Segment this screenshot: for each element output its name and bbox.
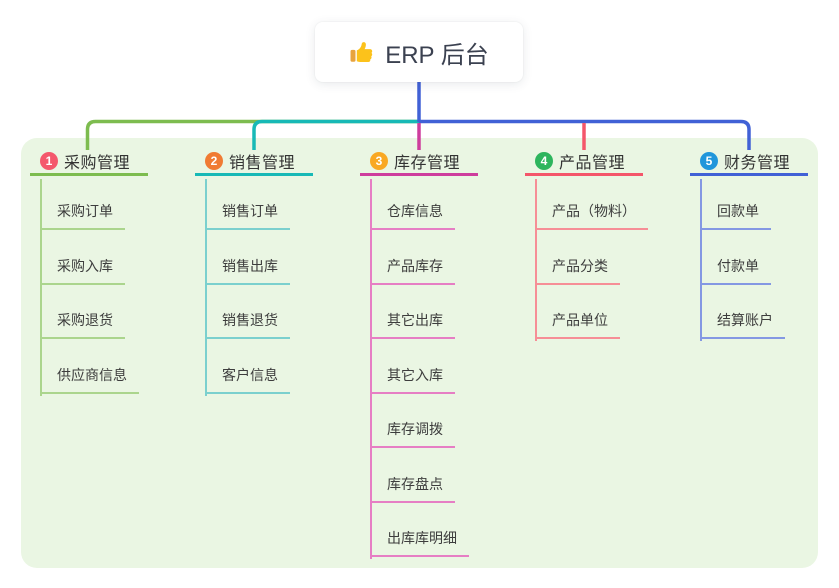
branch-2-child-connector <box>205 179 207 396</box>
branch-3-child-connector <box>370 179 372 559</box>
branch-4-item-3[interactable]: 产品单位 <box>535 309 620 339</box>
branch-1-item-4[interactable]: 供应商信息 <box>40 364 139 394</box>
branch-3-item-7[interactable]: 出库库明细 <box>370 527 469 557</box>
branch-3-title[interactable]: 3 库存管理 <box>360 149 478 176</box>
branch-3-item-2[interactable]: 产品库存 <box>370 255 455 285</box>
branch-5-item-1[interactable]: 回款单 <box>700 200 771 230</box>
branch-2-item-4[interactable]: 客户信息 <box>205 364 290 394</box>
branch-1-item-3[interactable]: 采购退货 <box>40 309 125 339</box>
branch-4-child-connector <box>535 179 537 341</box>
branch-2-title[interactable]: 2 销售管理 <box>195 149 313 176</box>
branch-1-title[interactable]: 1 采购管理 <box>30 149 148 176</box>
branch-1-badge: 1 <box>40 152 58 170</box>
branch-2-item-2[interactable]: 销售出库 <box>205 255 290 285</box>
branch-5-child-connector <box>700 179 702 341</box>
branch-5-badge: 5 <box>700 152 718 170</box>
branch-2-badge: 2 <box>205 152 223 170</box>
branch-2-item-1[interactable]: 销售订单 <box>205 200 290 230</box>
branch-3-item-6[interactable]: 库存盘点 <box>370 473 455 503</box>
branch-3-item-3[interactable]: 其它出库 <box>370 309 455 339</box>
branch-3-item-5[interactable]: 库存调拨 <box>370 418 455 448</box>
branch-4-item-1[interactable]: 产品（物料） <box>535 200 648 230</box>
branch-5-label: 财务管理 <box>724 155 791 172</box>
branch-3-item-1[interactable]: 仓库信息 <box>370 200 455 230</box>
branch-1-item-2[interactable]: 采购入库 <box>40 255 125 285</box>
root-node[interactable]: ERP 后台 <box>315 22 523 82</box>
branch-4-item-2[interactable]: 产品分类 <box>535 255 620 285</box>
thumbs-up-icon <box>350 42 373 62</box>
branch-3-label: 库存管理 <box>394 155 461 172</box>
branch-4-label: 产品管理 <box>559 155 626 172</box>
branch-5-item-2[interactable]: 付款单 <box>700 255 771 285</box>
branch-1-label: 采购管理 <box>64 155 131 172</box>
branch-2-item-3[interactable]: 销售退货 <box>205 309 290 339</box>
branch-2-label: 销售管理 <box>229 155 296 172</box>
branch-4-title[interactable]: 4 产品管理 <box>525 149 643 176</box>
branch-5-item-3[interactable]: 结算账户 <box>700 309 785 339</box>
branch-3-item-4[interactable]: 其它入库 <box>370 364 455 394</box>
branch-4-badge: 4 <box>535 152 553 170</box>
branch-5-title[interactable]: 5 财务管理 <box>690 149 808 176</box>
branch-3-badge: 3 <box>370 152 388 170</box>
branch-1-child-connector <box>40 179 42 396</box>
branches-panel <box>21 138 818 568</box>
root-label: ERP 后台 <box>385 41 489 69</box>
branch-1-item-1[interactable]: 采购订单 <box>40 200 125 230</box>
